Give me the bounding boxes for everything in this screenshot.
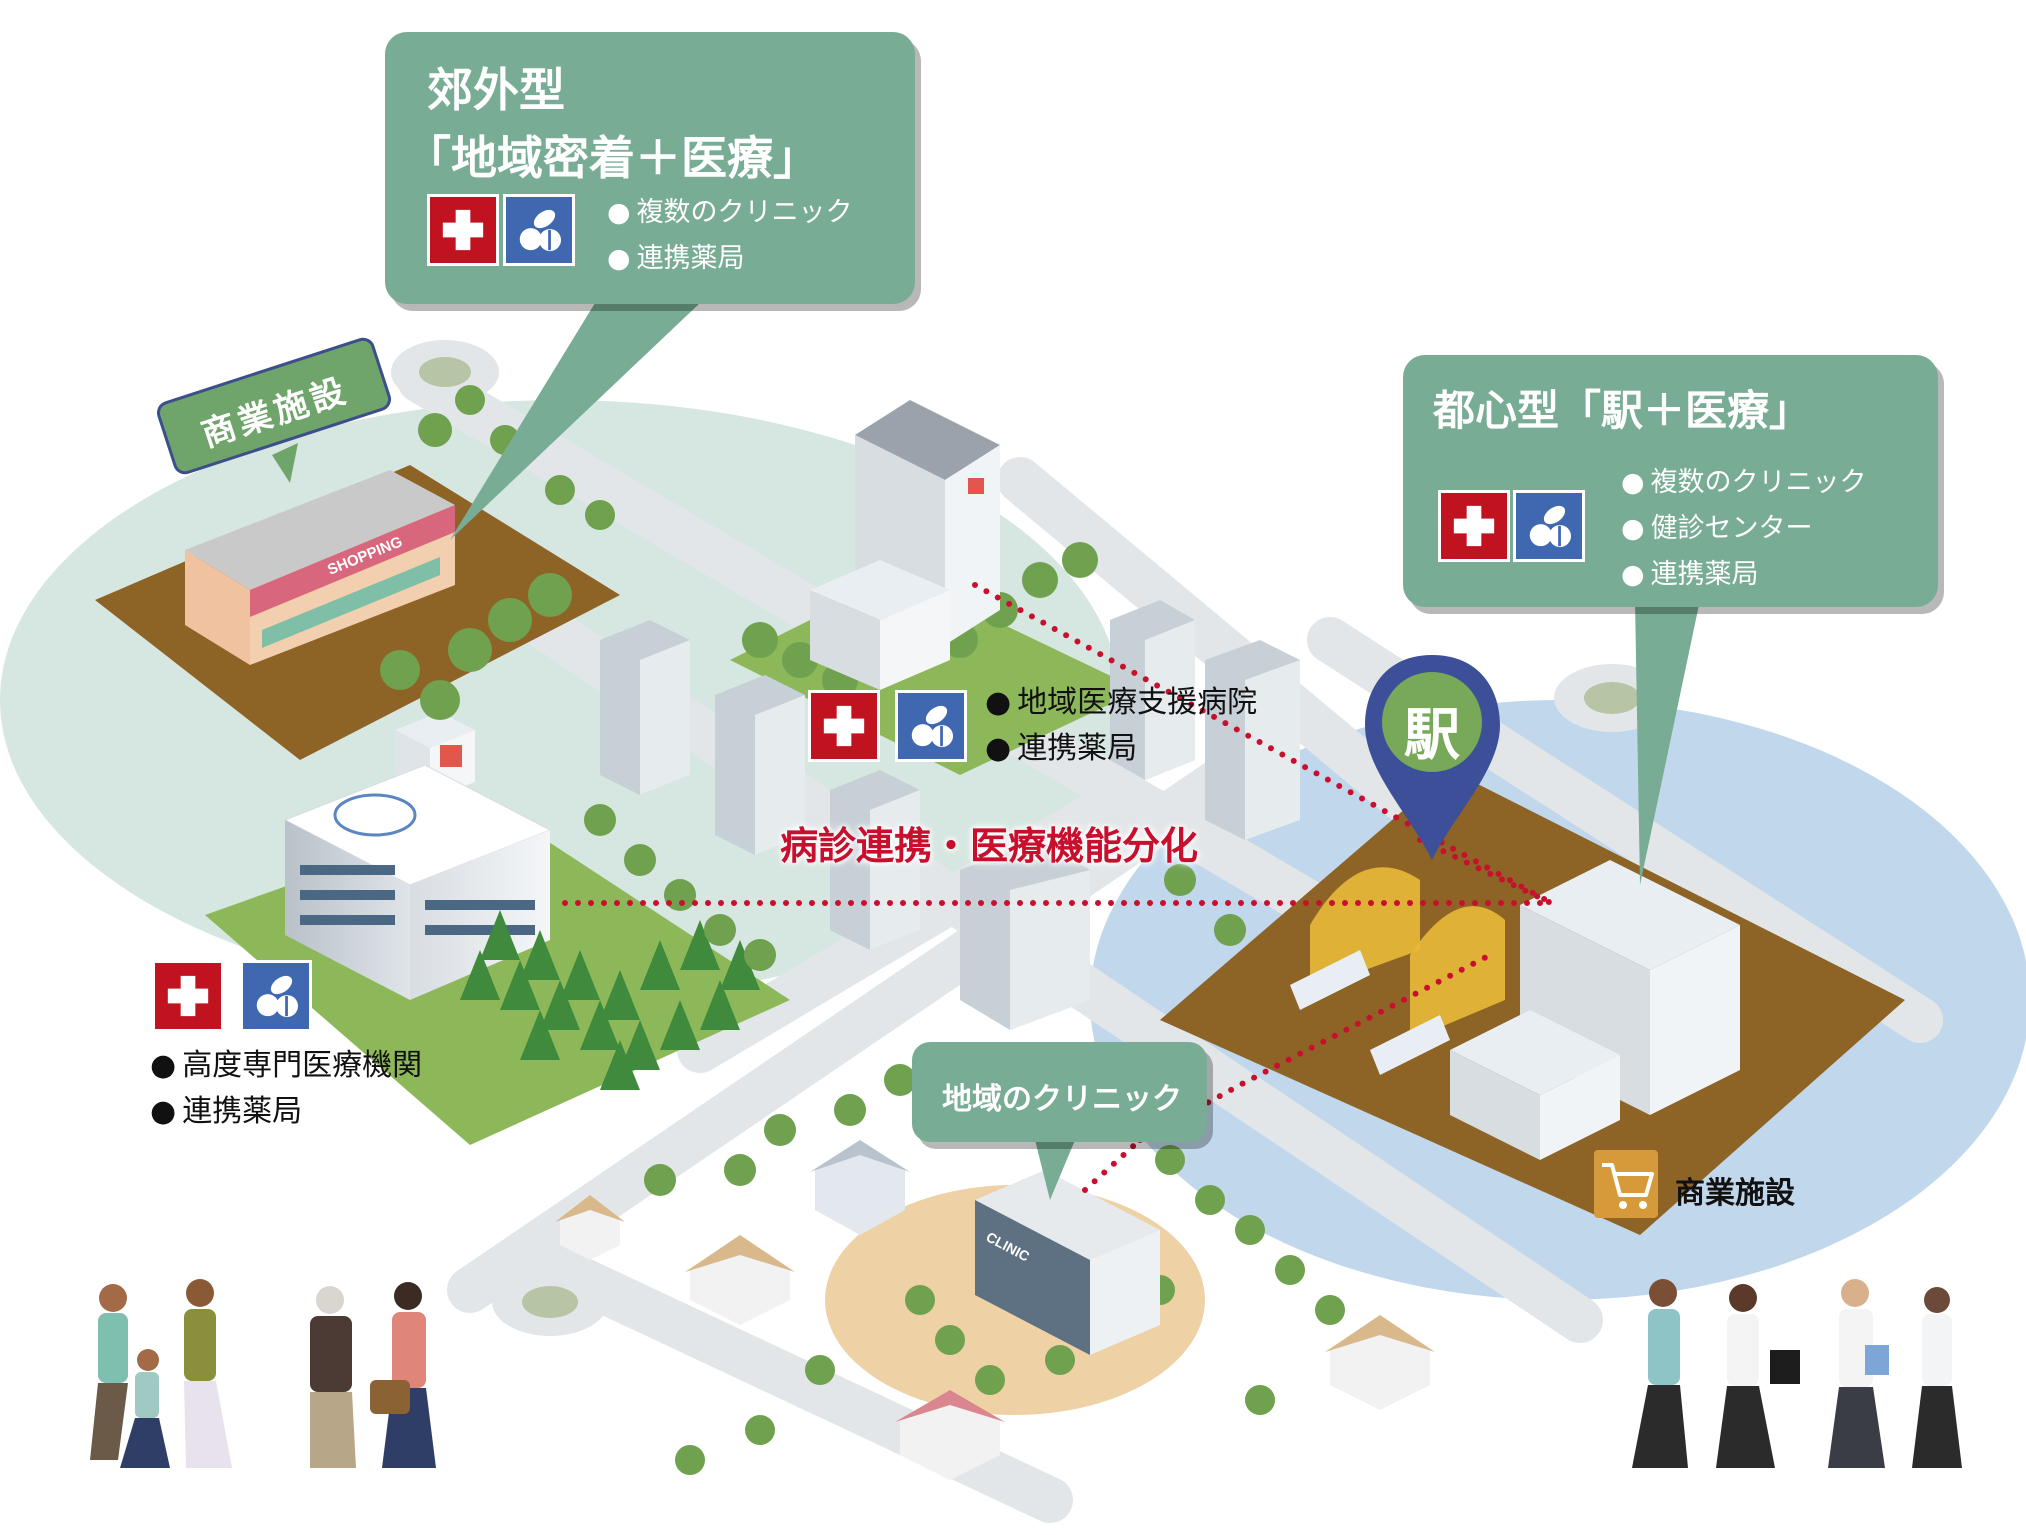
clinic-building: CLINIC (975, 1170, 1160, 1355)
roundabouts (391, 340, 1670, 1336)
station-complex (1290, 860, 1740, 1160)
suburban-callout-tail (450, 303, 700, 540)
suburban-item: 複数のクリニック (607, 190, 853, 236)
urban-item: 複数のクリニック (1621, 460, 1867, 506)
forest (460, 910, 760, 1090)
commercial-tag-tail (272, 443, 298, 483)
pills-icon (895, 690, 967, 762)
trees (380, 385, 1345, 1475)
houses (555, 1140, 1435, 1480)
urban-item: 健診センター (1621, 506, 1867, 552)
suburban-item: 連携薬局 (607, 236, 853, 282)
advanced-hospital-building (283, 712, 552, 1000)
hospital-cross-mark (440, 745, 462, 767)
suburban-callout: 郊外型 「地域密着＋医療」 複数のクリニック 連携薬局 (385, 32, 915, 304)
commercial-facility-label: 商業施設 (1675, 1176, 1795, 1211)
regional-hospital-building (810, 400, 1000, 690)
regional-hospital-item: 連携薬局 (985, 726, 1257, 772)
urban-item: 連携薬局 (1621, 552, 1867, 598)
medical-cross-icon (152, 960, 224, 1032)
shopping-mall: SHOPPING (185, 470, 455, 665)
helipad-icon (333, 793, 417, 837)
local-clinic-tag: 地域のクリニック (912, 1042, 1207, 1142)
clinic-tag-tail (1035, 1140, 1075, 1200)
urban-callout: 都心型「駅＋医療」 複数のクリニック 健診センター 連携薬局 (1403, 355, 1938, 607)
local-clinic-label: 地域のクリニック (942, 1082, 1182, 1117)
pills-icon (240, 960, 312, 1032)
advanced-institution-item: 連携薬局 (150, 1089, 422, 1135)
suburban-title-line2: 「地域密着＋医療」 (405, 131, 819, 185)
shopping-cart-icon (1594, 1150, 1658, 1218)
advanced-institution-item: 高度専門医療機関 (150, 1043, 422, 1089)
people-left-group (90, 1279, 436, 1468)
medical-cross-icon (427, 194, 499, 266)
medical-cross-icon (808, 690, 880, 762)
medical-cross-icon (1438, 490, 1510, 562)
advanced-institution-list: 高度専門医療機関 連携薬局 (150, 1043, 422, 1135)
station-label: 駅 (1404, 703, 1460, 768)
pills-icon (503, 194, 575, 266)
cooperation-label: 病診連携・医療機能分化 (780, 824, 1199, 868)
urban-title: 都心型「駅＋医療」 (1433, 386, 1812, 435)
people-right-group (1632, 1279, 1962, 1468)
map-pin-icon (1365, 655, 1500, 860)
pills-icon (1513, 490, 1585, 562)
regional-hospital-item: 地域医療支援病院 (985, 680, 1257, 726)
regional-hospital-list: 地域医療支援病院 連携薬局 (985, 680, 1257, 772)
suburban-title-line1: 郊外型 (427, 63, 565, 117)
urban-callout-tail (1635, 600, 1700, 885)
